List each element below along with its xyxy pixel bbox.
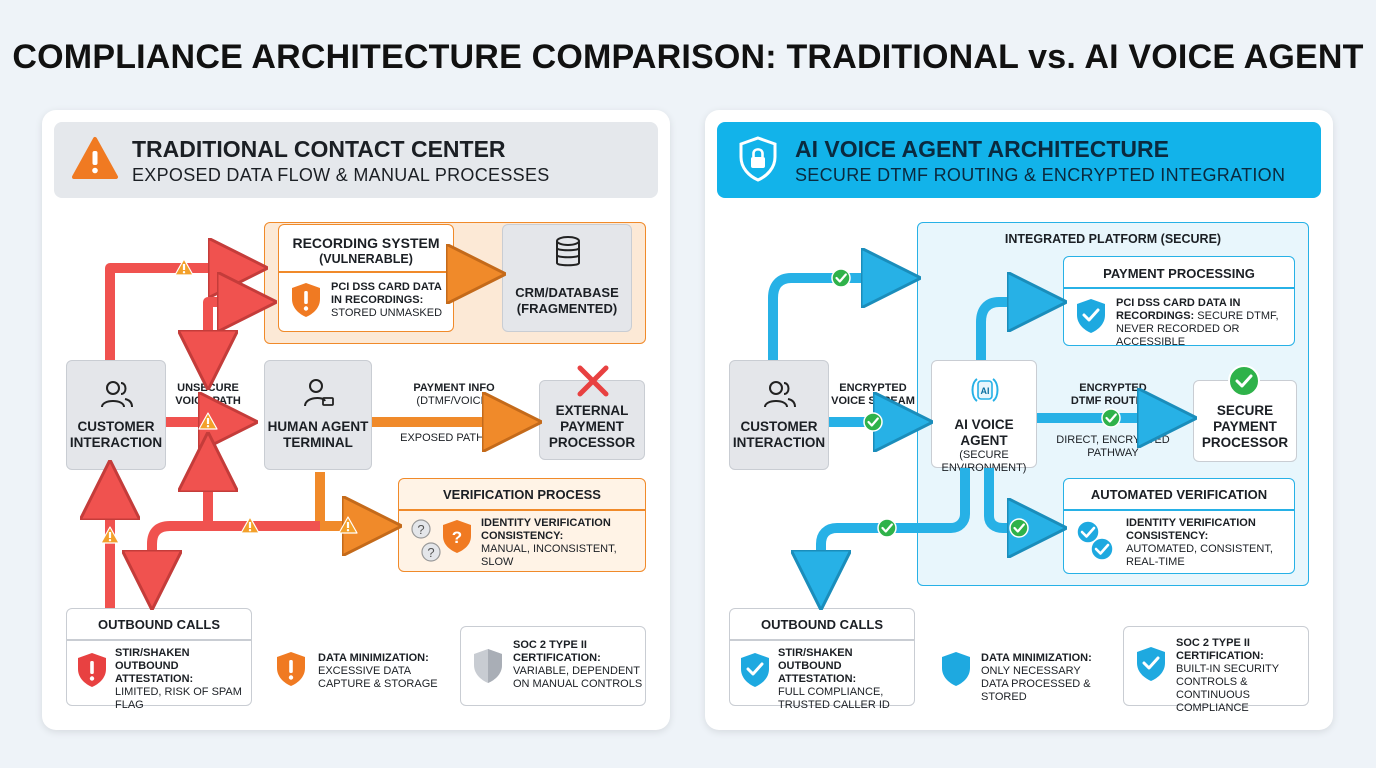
arrow-agent-verification <box>315 472 372 526</box>
shield-blue-icon <box>942 652 970 686</box>
crm-title: CRM/DATABASE <box>515 285 619 300</box>
arrow-up-recording <box>203 302 247 358</box>
ai-customer-box: CUSTOMER INTERACTION <box>729 360 829 470</box>
arrow-customer-platform <box>768 278 891 360</box>
double-check-icon <box>1076 520 1114 561</box>
shield-check-icon <box>1077 299 1105 333</box>
warning-badge <box>338 516 358 534</box>
ai-soc2-box: SOC 2 TYPE II CERTIFICATION: BUILT-IN SE… <box>1123 626 1309 714</box>
shield-check-icon <box>741 653 769 687</box>
recording-system-box: RECORDING SYSTEM (VULNERABLE) PCI DSS CA… <box>278 224 454 332</box>
warning-badge <box>100 526 120 544</box>
question-shield-icon: ? ? ? <box>411 519 471 562</box>
shield-lock-icon <box>739 136 777 182</box>
agent-label-1: HUMAN AGENT <box>267 419 369 434</box>
shield-check-icon <box>1137 647 1165 681</box>
arrow-to-outbound <box>152 521 208 580</box>
ai-data-minimization-text: DATA MINIMIZATION: ONLY NECESSARY DATA P… <box>981 652 1092 703</box>
verification-process-box: VERIFICATION PROCESS ? ? ? IDENTITY VERI… <box>398 478 646 572</box>
verification-detail-label: IDENTITY VERIFICATION CONSISTENCY: <box>481 517 611 542</box>
ai-outbound-detail-label: STIR/SHAKEN OUTBOUND ATTESTATION: <box>778 647 857 685</box>
check-badge <box>830 267 852 289</box>
payment-title: PAYMENT PROCESSING <box>1103 266 1255 281</box>
payment-info-label: PAYMENT INFO (DTMF/VOICE) <box>413 382 495 407</box>
customer-interaction-box: CUSTOMER INTERACTION <box>66 360 166 470</box>
ai-outbound-box: OUTBOUND CALLS STIR/SHAKEN OUTBOUND ATTE… <box>729 608 915 711</box>
encrypted-dtmf-label: ENCRYPTED DTMF ROUTING <box>1070 382 1156 407</box>
ai-chip-icon: AI <box>971 378 999 402</box>
svg-text:AI: AI <box>981 386 990 396</box>
outbound-title: OUTBOUND CALLS <box>97 617 221 632</box>
shield-alert-icon <box>292 283 320 317</box>
ai-subtitle: SECURE DTMF ROUTING & ENCRYPTED INTEGRAT… <box>795 165 1286 185</box>
customer-label-2: INTERACTION <box>69 435 163 450</box>
customer-label-1: CUSTOMER <box>77 419 155 434</box>
direct-pathway-label: DIRECT, ENCRYPTED PATHWAY <box>1056 434 1170 459</box>
warning-badge <box>174 258 194 276</box>
shield-gray-icon <box>474 649 502 683</box>
traditional-panel: TRADITIONAL CONTACT CENTER EXPOSED DATA … <box>42 110 670 730</box>
crm-subtitle: (FRAGMENTED) <box>516 301 618 316</box>
ai-title: AI VOICE AGENT ARCHITECTURE <box>795 136 1169 162</box>
ai-voice-agent-box: AI AI VOICE AGENT (SECURE ENVIRONMENT) <box>931 360 1037 474</box>
payment-detail-text: SECURE DTMF, NEVER RECORDED OR ACCESSIBL… <box>1116 310 1279 348</box>
traditional-subtitle: EXPOSED DATA FLOW & MANUAL PROCESSES <box>132 165 550 185</box>
crm-database-box: CRM/DATABASE (FRAGMENTED) <box>502 224 632 332</box>
data-minimization-text: DATA MINIMIZATION: EXCESSIVE DATA CAPTUR… <box>318 652 438 690</box>
payment-detail-label: PCI DSS CARD DATA IN RECORDINGS: <box>1116 297 1241 322</box>
svg-text:?: ? <box>452 528 462 547</box>
outbound-detail-text: LIMITED, RISK OF SPAM FLAG <box>115 686 242 711</box>
ai-agent-label: AI VOICE AGENT <box>954 417 1014 448</box>
external-processor-box: EXTERNAL PAYMENT PROCESSOR <box>539 380 645 460</box>
users-icon <box>101 381 133 408</box>
warning-icon <box>72 137 118 179</box>
auto-verification-detail-text: AUTOMATED, CONSISTENT, REAL-TIME <box>1126 543 1273 568</box>
x-mark-icon <box>577 365 609 397</box>
arrow-verification-loop <box>208 462 320 531</box>
warning-badge <box>198 412 218 430</box>
ai-outbound-detail-text: FULL COMPLIANCE, TRUSTED CALLER ID <box>778 686 890 711</box>
auto-verification-title: AUTOMATED VERIFICATION <box>1090 487 1268 502</box>
svg-text:?: ? <box>417 522 424 537</box>
payment-processing-box: PAYMENT PROCESSING PCI DSS CARD DATA IN … <box>1063 256 1295 348</box>
automated-verification-box: AUTOMATED VERIFICATION IDENTITY VERIFICA… <box>1063 478 1295 574</box>
ai-panel: AI VOICE AGENT ARCHITECTURE SECURE DTMF … <box>705 110 1333 730</box>
recording-detail-text: STORED UNMASKED <box>331 307 443 319</box>
ai-header: AI VOICE AGENT ARCHITECTURE SECURE DTMF … <box>717 122 1321 198</box>
check-circle-icon <box>1228 365 1260 397</box>
recording-detail-label: PCI DSS CARD DATA IN RECORDINGS: <box>331 281 442 306</box>
warning-badge <box>240 516 260 534</box>
verification-title: VERIFICATION PROCESS <box>443 487 601 502</box>
page-title: COMPLIANCE ARCHITECTURE COMPARISON: TRAD… <box>12 38 1364 76</box>
auto-verification-detail-label: IDENTITY VERIFICATION CONSISTENCY: <box>1126 517 1256 542</box>
traditional-header: TRADITIONAL CONTACT CENTER EXPOSED DATA … <box>54 122 658 198</box>
outbound-calls-box: OUTBOUND CALLS STIR/SHAKEN OUTBOUND ATTE… <box>66 608 252 711</box>
exposed-pathway-label: EXPOSED PATHWAY <box>400 432 508 444</box>
agent-label-2: TERMINAL <box>283 435 353 450</box>
check-badge <box>862 411 884 433</box>
users-icon <box>764 381 796 408</box>
human-agent-box: HUMAN AGENT TERMINAL <box>264 360 372 470</box>
ai-outbound-title: OUTBOUND CALLS <box>760 617 884 632</box>
unsecure-voice-label: UNSECURE VOICE PATH <box>175 382 241 407</box>
recording-subtitle: (VULNERABLE) <box>319 252 413 266</box>
platform-title: INTEGRATED PLATFORM (SECURE) <box>1004 232 1222 246</box>
svg-text:?: ? <box>427 545 434 560</box>
encrypted-voice-label: ENCRYPTED VOICE STREAM <box>831 382 915 407</box>
database-icon <box>556 236 580 267</box>
arrow-customer-recording <box>105 268 238 360</box>
outbound-detail-label: STIR/SHAKEN OUTBOUND ATTESTATION: <box>115 647 194 685</box>
recording-title: RECORDING SYSTEM <box>292 235 440 251</box>
soc2-box: SOC 2 TYPE II CERTIFICATION: VARIABLE, D… <box>460 626 646 706</box>
shield-alert-red-icon <box>78 653 106 687</box>
shield-alert-orange-icon <box>277 652 305 686</box>
check-badge <box>876 517 898 539</box>
traditional-title: TRADITIONAL CONTACT CENTER <box>132 136 506 162</box>
agent-icon <box>304 379 334 407</box>
verification-detail-text: MANUAL, INCONSISTENT, SLOW <box>481 543 617 568</box>
